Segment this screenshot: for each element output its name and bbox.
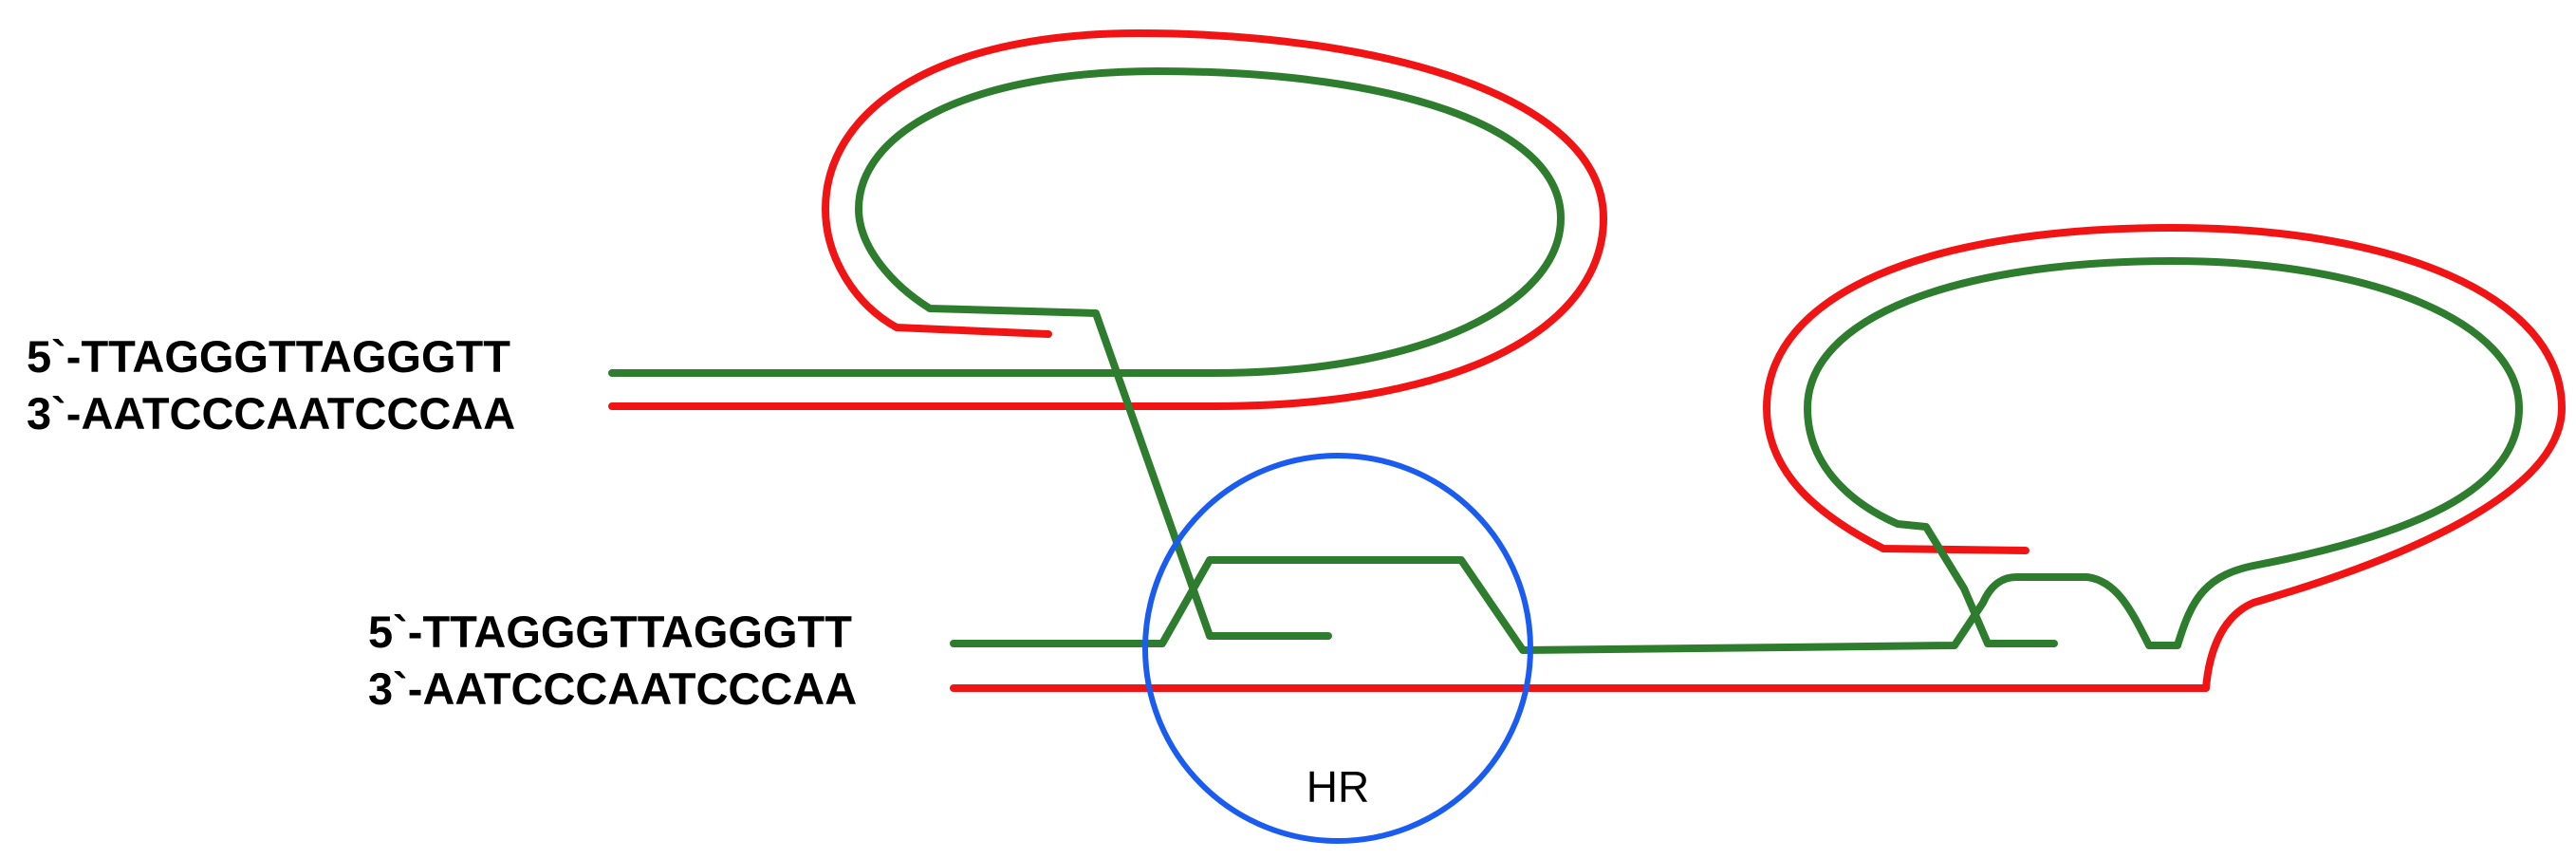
upper-top-sequence: 5`-TTAGGGTTAGGGTT (27, 331, 510, 382)
upper-t-loop (608, 29, 1607, 640)
hr-circle (1142, 453, 1533, 844)
lower-green-strand (950, 257, 2523, 654)
lower-red-strand (950, 224, 2566, 692)
upper-red-strand (608, 29, 1607, 410)
lower-top-sequence: 5`-TTAGGGTTAGGGTT (368, 607, 852, 657)
lower-duplex (950, 224, 2566, 692)
hr-label: HR (1307, 762, 1369, 812)
upper-green-strand (608, 67, 1565, 640)
lower-bottom-sequence: 3`-AATCCCAATCCCAA (368, 663, 857, 714)
upper-bottom-sequence: 3`-AATCCCAATCCCAA (27, 388, 515, 439)
